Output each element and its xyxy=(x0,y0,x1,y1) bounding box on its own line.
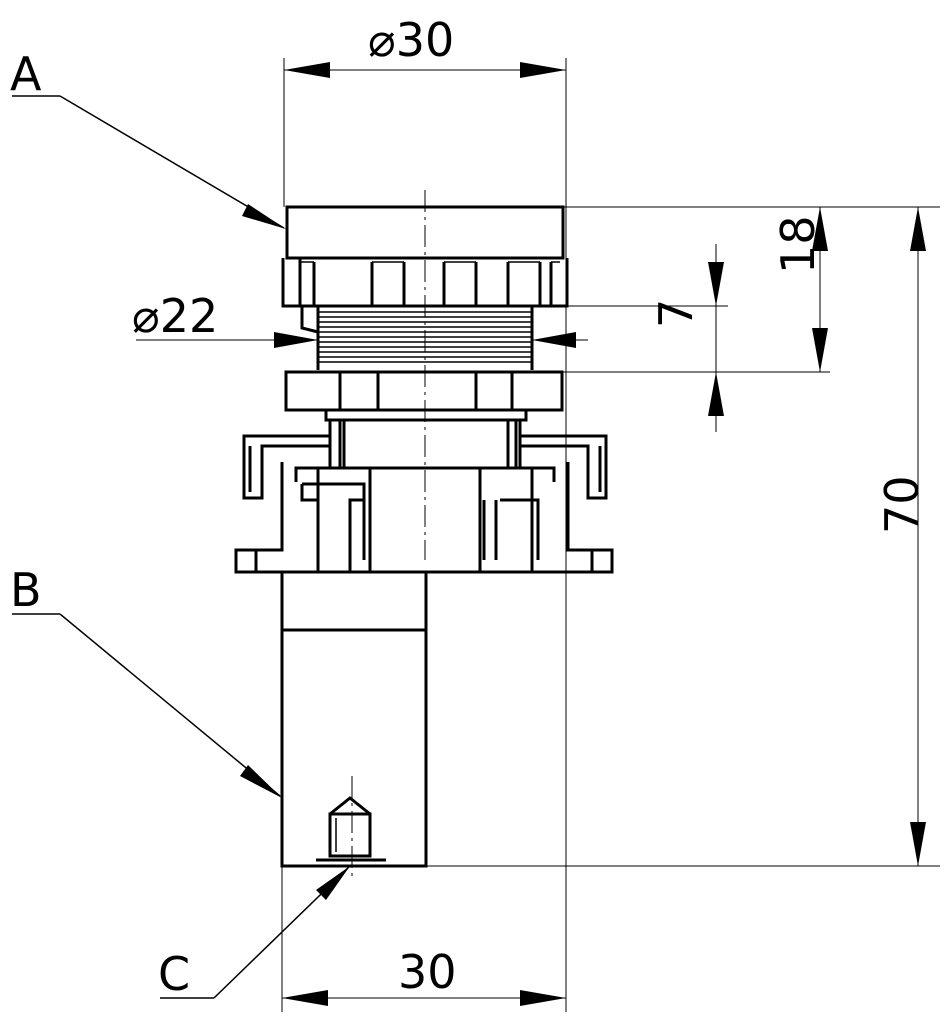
cap-actuator xyxy=(281,205,569,308)
callout-b: B xyxy=(10,563,282,798)
mounting-frame xyxy=(234,434,614,574)
callout-b-label: B xyxy=(10,563,42,617)
dimension-thread-diameter: ⌀22 xyxy=(132,289,588,348)
callout-c-label: C xyxy=(158,947,190,1001)
top-diameter-label: ⌀30 xyxy=(368,13,454,67)
contact-block xyxy=(280,572,428,868)
dimension-total-height: 70 xyxy=(426,207,940,867)
thread-length-label: 7 xyxy=(649,299,703,328)
dimension-thread-length: 7 xyxy=(562,244,830,432)
cap-height-label: 18 xyxy=(771,215,825,274)
dimension-bottom-width: 30 xyxy=(281,866,566,1012)
callout-c: C xyxy=(158,865,351,1001)
threaded-bushing xyxy=(300,306,534,370)
centerlines xyxy=(351,190,426,880)
mounting-nut xyxy=(284,370,564,422)
callout-a-label: A xyxy=(10,47,42,101)
dimension-top-diameter: ⌀30 xyxy=(283,13,567,1012)
total-height-label: 70 xyxy=(875,475,929,534)
bottom-width-label: 30 xyxy=(398,945,457,999)
dimension-cap-height: 18 xyxy=(563,206,940,372)
callout-a: A xyxy=(10,47,286,229)
thread-diameter-label: ⌀22 xyxy=(132,289,218,343)
